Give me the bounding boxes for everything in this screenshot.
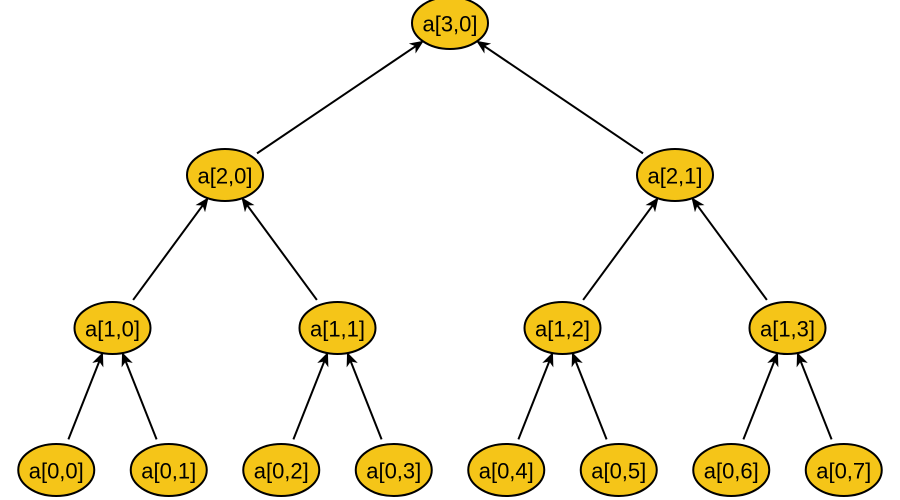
node-label: a[3,0]: [422, 12, 477, 37]
node-label: a[0,2]: [254, 459, 309, 484]
node-label: a[0,7]: [816, 459, 871, 484]
node-ellipse: [242, 443, 321, 497]
node-a-1-3: a[1,3]: [748, 301, 827, 355]
node-ellipse: [73, 301, 152, 355]
node-label: a[0,5]: [591, 459, 646, 484]
edge-a-0-5-to-a-1-2: [571, 352, 608, 440]
node-ellipse: [298, 301, 377, 355]
node-ellipse: [636, 148, 714, 202]
node-ellipse: [579, 443, 658, 497]
node-label: a[0,0]: [29, 459, 84, 484]
node-a-3-0: a[3,0]: [411, 0, 489, 50]
node-a-0-4: a[0,4]: [467, 443, 546, 497]
node-label: a[1,0]: [85, 317, 140, 342]
edge-a-1-1-to-a-2-0: [241, 197, 318, 301]
edge-a-0-6-to-a-1-3: [742, 352, 779, 440]
node-a-0-3: a[0,3]: [354, 443, 433, 497]
edge-a-0-1-to-a-1-0: [121, 352, 158, 440]
node-a-0-7: a[0,7]: [804, 443, 883, 497]
node-label: a[0,3]: [366, 459, 421, 484]
edge-a-1-0-to-a-2-0: [132, 197, 209, 301]
edge-a-0-7-to-a-1-3: [796, 352, 833, 440]
edge-a-1-2-to-a-2-1: [582, 197, 659, 301]
node-ellipse: [17, 443, 96, 497]
node-label: a[1,3]: [760, 317, 815, 342]
edge-a-0-3-to-a-1-1: [346, 352, 383, 440]
edge-a-0-2-to-a-1-1: [292, 352, 329, 440]
nodes-layer: a[3,0] a[2,0] a[2,1] a[1,0] a[1,1] a[1,2] a[1,…: [17, 0, 883, 497]
edge-a-2-0-to-a-3-0: [256, 40, 424, 155]
node-label: a[0,4]: [479, 459, 534, 484]
node-ellipse: [129, 443, 208, 497]
node-label: a[1,2]: [535, 317, 590, 342]
node-ellipse: [523, 301, 602, 355]
edge-a-0-0-to-a-1-0: [67, 352, 104, 440]
node-ellipse: [411, 0, 489, 50]
node-a-0-5: a[0,5]: [579, 443, 658, 497]
edge-a-2-1-to-a-3-0: [476, 40, 644, 155]
node-a-0-6: a[0,6]: [692, 443, 771, 497]
node-a-0-0: a[0,0]: [17, 443, 96, 497]
node-ellipse: [692, 443, 771, 497]
node-label: a[0,6]: [704, 459, 759, 484]
node-a-2-0: a[2,0]: [186, 148, 264, 202]
edge-a-0-4-to-a-1-2: [517, 352, 554, 440]
node-label: a[1,1]: [310, 317, 365, 342]
node-ellipse: [804, 443, 883, 497]
node-label: a[2,1]: [647, 164, 702, 189]
node-ellipse: [748, 301, 827, 355]
node-a-2-1: a[2,1]: [636, 148, 714, 202]
node-label: a[2,0]: [197, 164, 252, 189]
node-a-1-0: a[1,0]: [73, 301, 152, 355]
node-a-1-1: a[1,1]: [298, 301, 377, 355]
node-a-1-2: a[1,2]: [523, 301, 602, 355]
edge-a-1-3-to-a-2-1: [691, 197, 768, 301]
node-a-0-1: a[0,1]: [129, 443, 208, 497]
node-a-0-2: a[0,2]: [242, 443, 321, 497]
node-label: a[0,1]: [141, 459, 196, 484]
node-ellipse: [186, 148, 264, 202]
node-ellipse: [467, 443, 546, 497]
node-ellipse: [354, 443, 433, 497]
edges-layer: [67, 40, 833, 440]
